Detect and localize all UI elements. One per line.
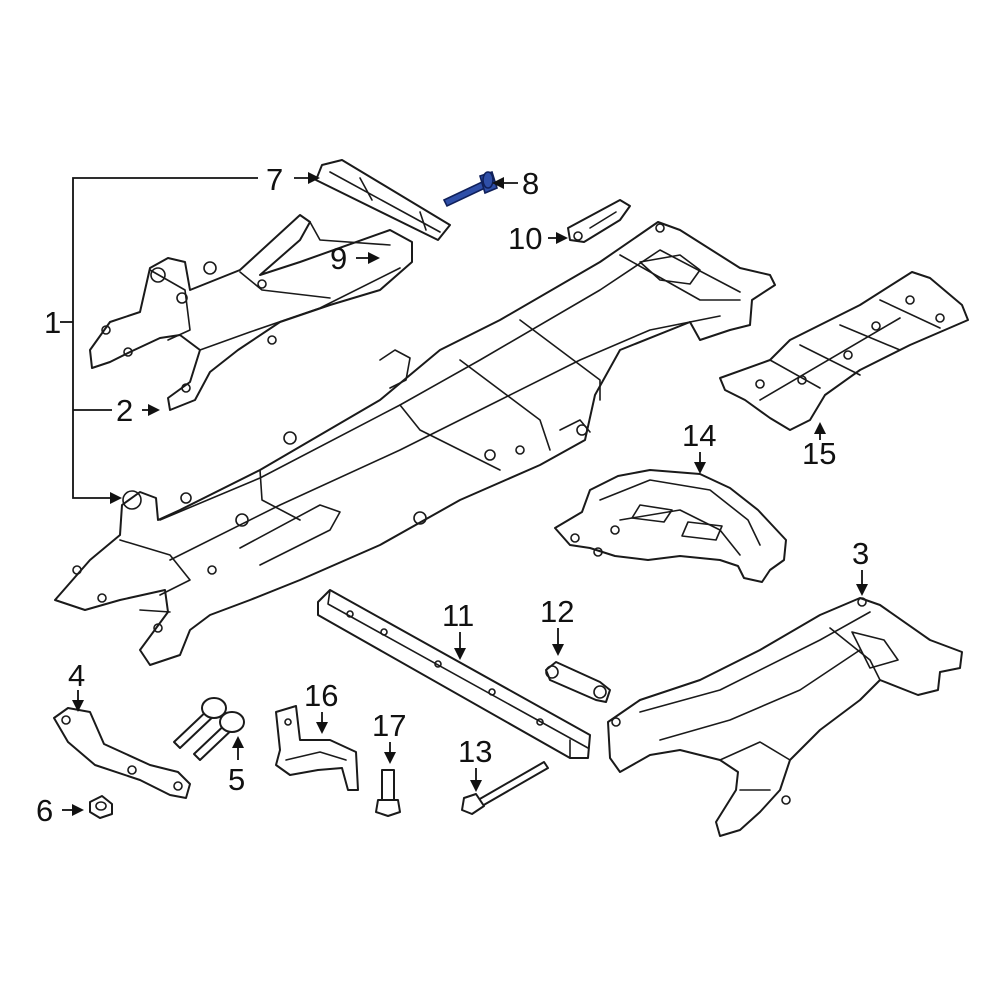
callout-5[interactable]: 5: [228, 762, 245, 797]
callout-labels: 1 2 3 4 5 6 7 8 9 10 11 12 13 14 15 16 1…: [36, 162, 869, 828]
callout-10[interactable]: 10: [508, 221, 542, 256]
main-frame[interactable]: [54, 221, 776, 666]
callout-2[interactable]: 2: [116, 393, 133, 428]
part-16-tow-hook[interactable]: [275, 705, 359, 791]
callout-16[interactable]: 16: [304, 678, 338, 713]
callout-1[interactable]: 1: [44, 305, 61, 340]
callout-13[interactable]: 13: [458, 734, 492, 769]
callout-3[interactable]: 3: [852, 536, 869, 571]
callout-4[interactable]: 4: [68, 658, 85, 693]
callout-6[interactable]: 6: [36, 793, 53, 828]
part-12-link[interactable]: [545, 661, 611, 703]
part-4-bracket[interactable]: [53, 707, 191, 799]
part-2-front-crossmember[interactable]: [89, 214, 413, 411]
part-13-long-bolt[interactable]: [461, 761, 549, 815]
callout-17[interactable]: 17: [372, 708, 406, 743]
part-5-mounts[interactable]: [173, 697, 245, 761]
part-17-bolt[interactable]: [375, 769, 401, 817]
callout-1-bracket: [60, 177, 258, 504]
callout-15[interactable]: 15: [802, 436, 836, 471]
leaders: [62, 172, 868, 816]
part-10-bracket[interactable]: [567, 199, 631, 243]
callout-7[interactable]: 7: [266, 162, 283, 197]
callout-9[interactable]: 9: [330, 241, 347, 276]
part-11-crossmember-beam[interactable]: [317, 589, 591, 759]
part-15-heat-shield[interactable]: [719, 271, 969, 431]
part-3-rear-frame[interactable]: [607, 597, 963, 837]
part-8-bolt-highlighted[interactable]: [442, 170, 498, 208]
part-6-nut[interactable]: [89, 795, 113, 819]
callout-11[interactable]: 11: [442, 598, 474, 633]
callout-14[interactable]: 14: [682, 418, 716, 453]
part-14-shield[interactable]: [554, 469, 787, 583]
part-7-skid-strip[interactable]: [315, 159, 451, 241]
callout-8[interactable]: 8: [522, 166, 539, 201]
callout-12[interactable]: 12: [540, 594, 574, 629]
